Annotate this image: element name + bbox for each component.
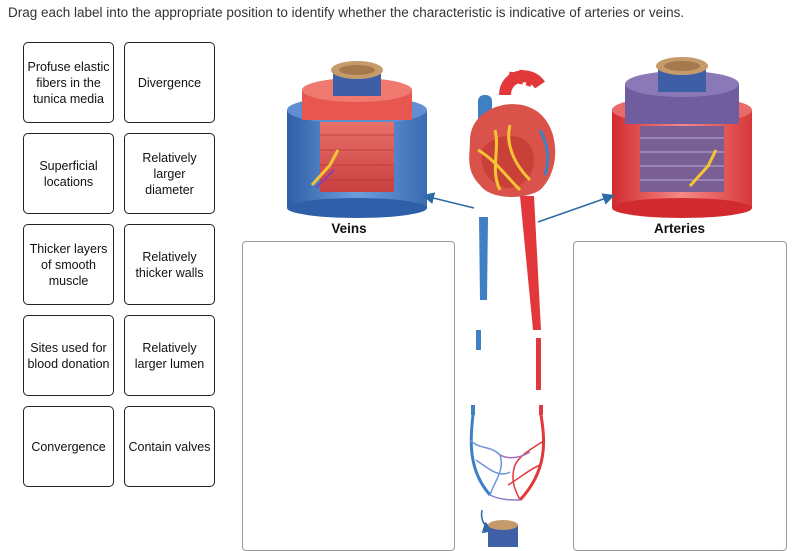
label-tile-thicker-smooth-muscle[interactable]: Thicker layers of smooth muscle xyxy=(23,224,114,305)
arrow-to-artery xyxy=(537,193,615,223)
bottom-vessel-stub xyxy=(488,520,518,547)
veins-drop-zone[interactable] xyxy=(242,241,455,551)
label-tile-thicker-walls[interactable]: Relatively thicker walls xyxy=(124,224,215,305)
instruction-text: Drag each label into the appropriate pos… xyxy=(8,5,685,20)
label-tile-superficial-locations[interactable]: Superficial locations xyxy=(23,133,114,214)
label-tile-larger-diameter[interactable]: Relatively larger diameter xyxy=(124,133,215,214)
capillary-bed xyxy=(469,414,546,534)
vessels xyxy=(471,196,543,415)
arteries-heading: Arteries xyxy=(653,221,706,236)
veins-heading: Veins xyxy=(331,221,367,236)
arrow-to-vein xyxy=(422,192,475,209)
label-tile-blood-donation-sites[interactable]: Sites used for blood donation xyxy=(23,315,114,396)
arteries-drop-zone[interactable] xyxy=(573,241,787,551)
label-tile-divergence[interactable]: Divergence xyxy=(124,42,215,123)
artery-cross-section xyxy=(612,57,752,218)
label-tile-convergence[interactable]: Convergence xyxy=(23,406,114,487)
label-tile-contain-valves[interactable]: Contain valves xyxy=(124,406,215,487)
label-tile-profuse-elastic-fibers[interactable]: Profuse elastic fibers in the tunica med… xyxy=(23,42,114,123)
heart-illustration xyxy=(469,69,556,197)
vein-cross-section xyxy=(287,61,427,218)
label-tile-larger-lumen[interactable]: Relatively larger lumen xyxy=(124,315,215,396)
